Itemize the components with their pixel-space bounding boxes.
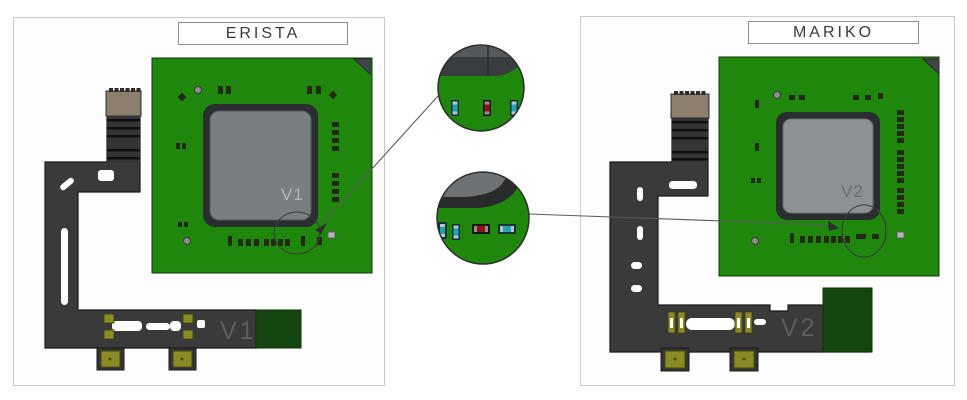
chip-corner-light [438, 45, 521, 57]
smd-capacitor-teal [438, 222, 447, 239]
smd-capacitor-teal [452, 224, 460, 240]
mariko-title: MARIKO [792, 23, 875, 41]
smd-resistor-red [472, 224, 490, 234]
mariko-panel [580, 16, 955, 386]
erista-title: ERISTA [225, 24, 301, 42]
mariko-title-box: MARIKO [748, 21, 919, 44]
smd-resistor-red [483, 100, 491, 116]
erista-cable-revision-label: V1 [220, 317, 257, 345]
chip-corner-dark [437, 172, 524, 208]
mariko-cable-revision-label: V2 [781, 314, 818, 342]
smd-capacitor-teal [510, 100, 518, 116]
zoom-callout-erista [437, 44, 525, 132]
chip-corner-dark [438, 45, 524, 76]
erista-title-box: ERISTA [178, 22, 348, 45]
erista-chip-revision-label: V1 [281, 185, 304, 204]
smd-capacitor-teal [451, 100, 459, 116]
mariko-chip-revision-label: V2 [841, 182, 864, 201]
zoom-callout-mariko [436, 171, 530, 265]
erista-panel [13, 17, 385, 386]
chip-corner-light [437, 172, 508, 197]
smd-capacitor-teal [498, 224, 516, 234]
